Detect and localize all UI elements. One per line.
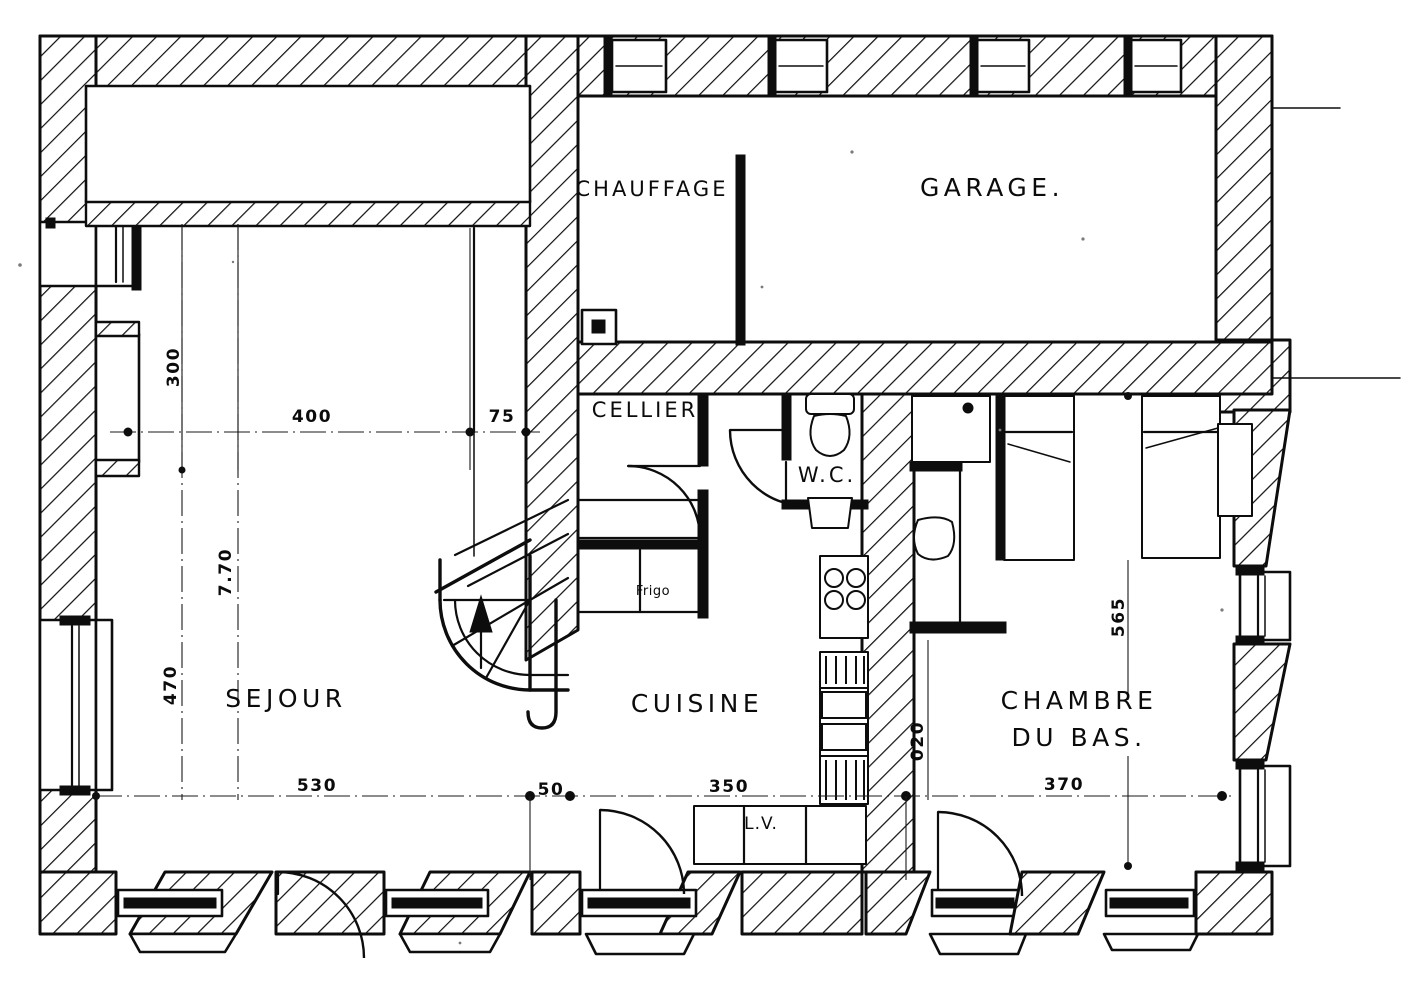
room-label-sejour: SEJOUR [225,684,346,713]
room-labels: SEJOUR CUISINE CELLIER W.C. GARAGE. CHAU… [225,173,1158,752]
bottom-wall-right [864,870,1274,956]
right-wall [1214,34,1401,872]
dimension-770: 7.70 [216,548,236,596]
cellier-room [576,393,709,619]
bottom-wall-left [38,870,864,956]
room-label-cuisine: CUISINE [631,689,763,718]
chambre-washbasin [913,516,956,561]
appliance-label-lv: L.V. [744,814,778,834]
appliance-label-frigo: Frigo [636,584,670,599]
dimension-texts-vertical: 300 7.70 470 565 020 [161,347,1129,761]
bed-2 [1141,395,1221,559]
room-label-garage: GARAGE. [920,173,1064,202]
door-swings [276,808,1024,959]
room-label-wc: W.C. [798,463,856,487]
dimension-370: 370 [1044,775,1084,795]
room-label-chambre-line2: DU BAS. [1011,723,1146,752]
dimension-texts-horizontal: 400 75 530 50 350 370 [292,407,1084,800]
shower-tray [911,395,991,463]
bed-1 [1003,395,1075,561]
wc-room [728,393,869,529]
top-wall-windows [603,37,1183,95]
kitchen-sink [819,651,869,805]
dimension-300: 300 [164,347,184,387]
room-label-cellier: CELLIER [592,398,698,422]
left-wall-window-niches [38,217,142,796]
interior-walls [84,34,1274,874]
toilet-bowl [809,413,851,457]
toilet-cistern [805,393,855,415]
room-label-chauffage: CHAUFFAGE [576,177,729,201]
dimension-50: 50 [538,780,565,800]
exterior-walls [38,34,1401,956]
chauffage-partition [735,154,746,346]
dimension-565: 565 [1109,597,1129,637]
dimension-350: 350 [709,777,749,797]
kitchen-counter [693,805,867,865]
room-label-chambre: CHAMBRE [1001,686,1158,715]
dimension-530: 530 [297,776,337,796]
staircase [434,498,570,730]
paper-speckle [18,150,1224,945]
dimension-470: 470 [161,665,181,705]
chambre-fittings [909,393,1253,634]
appliance-labels: Frigo L.V. [636,584,778,834]
dimension-400: 400 [292,407,332,427]
dimension-75: 75 [489,407,516,427]
wc-washbasin [807,497,853,529]
cuisine-fittings [693,555,869,866]
dimension-020: 020 [908,721,928,761]
dimension-lines [92,224,1236,880]
